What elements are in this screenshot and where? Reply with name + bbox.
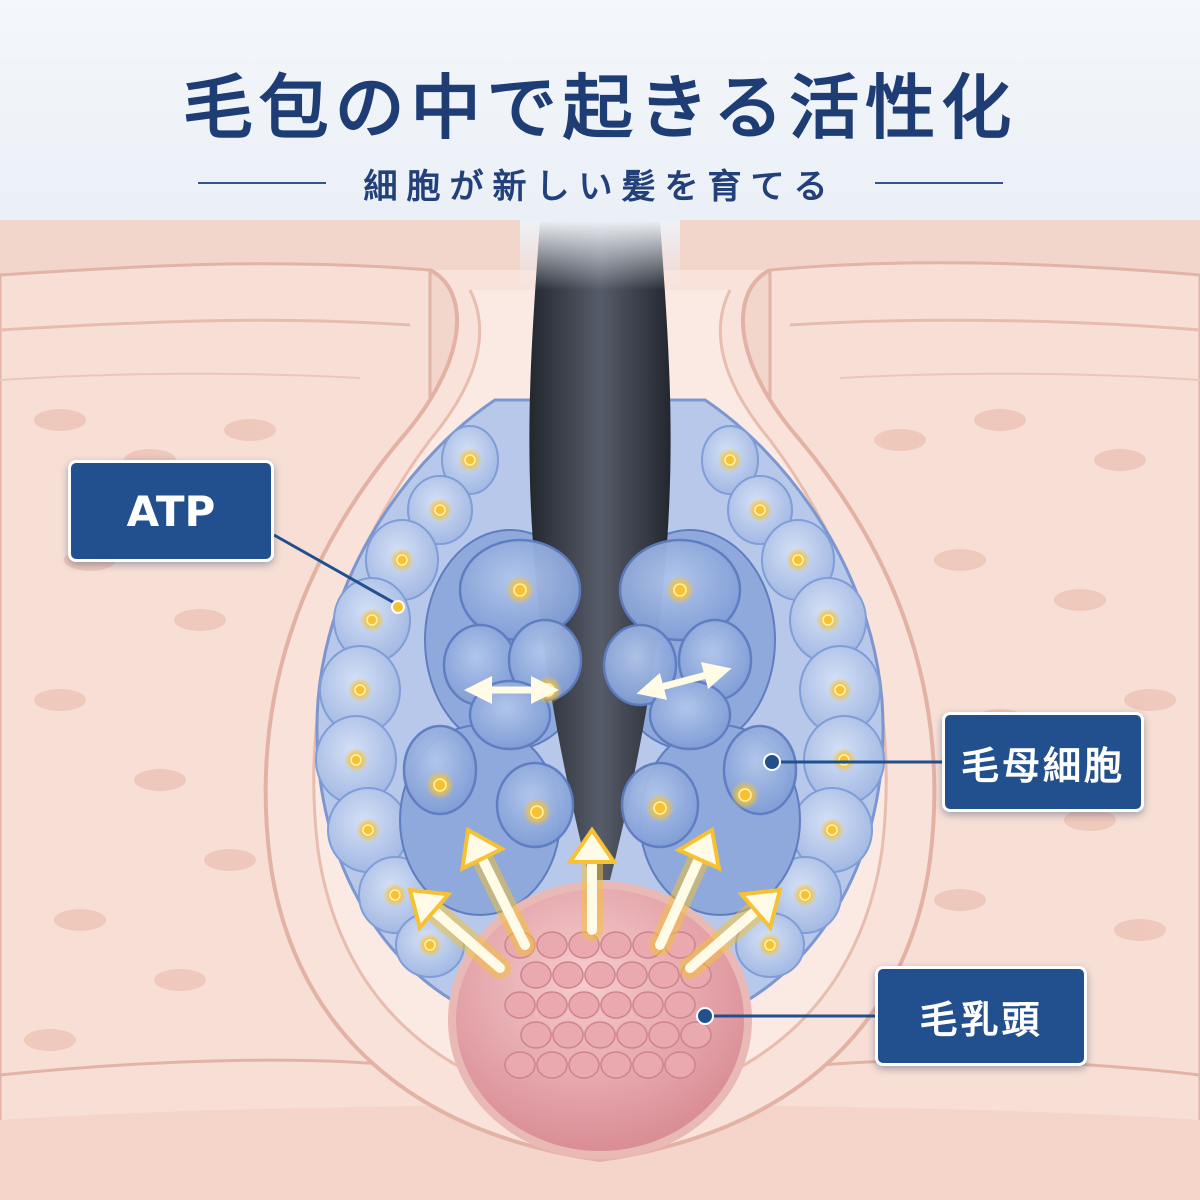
- outer-root-sheath-cells: [315, 425, 885, 978]
- subtitle-rule-left: [197, 182, 326, 184]
- header-panel: 毛包の中で起きる活性化 細胞が新しい髪を育てる: [0, 0, 1200, 250]
- subtitle-row: 細胞が新しい髪を育てる: [0, 160, 1200, 207]
- page-subtitle: 細胞が新しい髪を育てる: [363, 166, 837, 207]
- upward-energy-arrow-icon: [407, 826, 783, 979]
- division-double-arrow-icon: [464, 662, 732, 704]
- hair-shaft-fade: [520, 220, 680, 290]
- follicle-illustration: [0, 220, 1200, 1200]
- subtitle-rule-right: [874, 182, 1003, 184]
- label-hair-matrix-cells: 毛母細胞: [942, 712, 1144, 812]
- hair-shaft: [529, 220, 671, 880]
- label-atp: ATP: [68, 460, 274, 562]
- label-dermal-papilla: 毛乳頭: [875, 966, 1087, 1066]
- page-title: 毛包の中で起きる活性化: [182, 67, 1018, 149]
- leader-lines: [273, 533, 942, 1025]
